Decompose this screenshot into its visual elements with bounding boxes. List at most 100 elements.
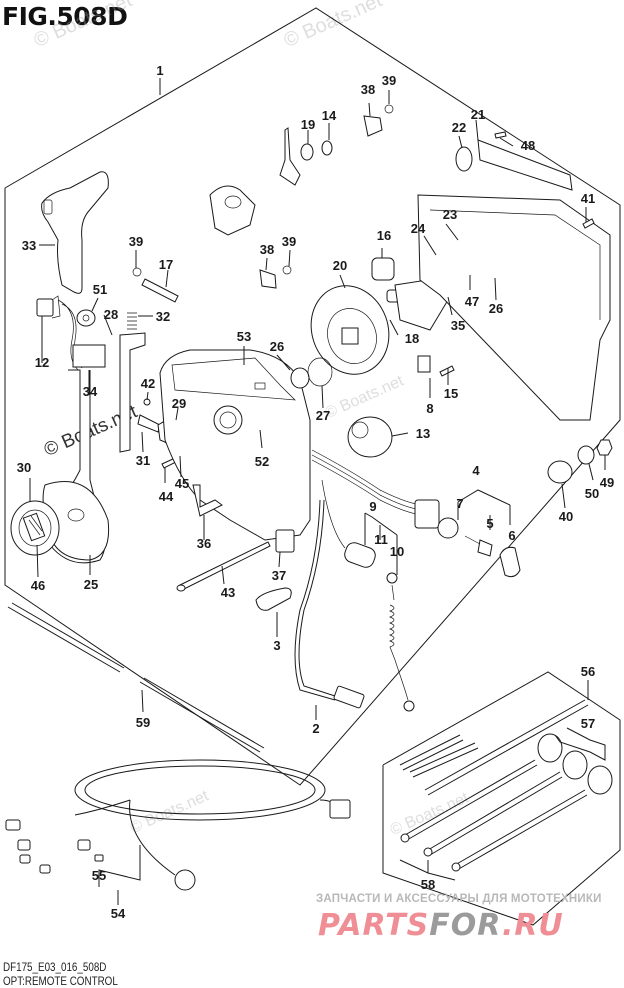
callout-7: 7 (456, 496, 463, 511)
part-control-cable (7, 602, 265, 753)
part-key-cap (499, 546, 521, 578)
callout-44: 44 (159, 489, 174, 504)
callout-32: 32 (156, 309, 170, 324)
callout-33: 33 (22, 238, 36, 253)
part-washer (76, 309, 96, 327)
callout-22: 22 (452, 120, 466, 135)
part-screw (582, 218, 595, 229)
callout-46: 46 (31, 578, 45, 593)
callout-12: 12 (35, 355, 49, 370)
part-washer (577, 445, 595, 465)
part-key-switch (414, 499, 459, 539)
part-cover-plate (477, 139, 573, 191)
part-screw (439, 365, 455, 377)
part-plate (255, 587, 292, 611)
callout-labels: 1 2 3 4 5 6 7 8 9 10 11 12 13 14 15 16 1… (17, 63, 614, 921)
callout-15: 15 (444, 386, 458, 401)
part-neutral-lever (137, 414, 161, 433)
callout-24: 24 (411, 221, 426, 236)
callout-13: 13 (416, 426, 430, 441)
part-washer (321, 140, 333, 156)
part-lever-bracket (72, 344, 106, 368)
callout-47: 47 (465, 294, 479, 309)
callout-40: 40 (559, 509, 573, 524)
watermark-ru-tagline: ЗАПЧАСТИ И АКСЕССУАРЫ ДЛЯ МОТОТЕХНИКИ (316, 893, 602, 905)
callout-19: 19 (301, 117, 315, 132)
part-extension-harness (5, 759, 351, 891)
callout-38: 38 (361, 82, 375, 97)
watermark-ru-logo-part1: PARTS (318, 908, 430, 943)
callout-26: 26 (270, 339, 284, 354)
callout-17: 17 (159, 257, 173, 272)
callout-6: 6 (508, 528, 515, 543)
part-control-housing (159, 349, 311, 541)
callout-28: 28 (104, 307, 118, 322)
kit-boundary (382, 671, 621, 926)
callout-5: 5 (486, 516, 493, 531)
part-block (259, 269, 277, 289)
part-throttle-arm (279, 127, 301, 186)
part-seal (455, 146, 473, 172)
part-ring (307, 357, 333, 387)
part-lever-cap (10, 500, 60, 556)
part-spring (127, 312, 137, 330)
part-tie-strap (399, 699, 589, 796)
callout-2: 2 (312, 721, 319, 736)
part-bolt (400, 759, 588, 872)
callout-16: 16 (377, 228, 391, 243)
callout-41: 41 (581, 191, 595, 206)
callout-21: 21 (471, 107, 485, 122)
part-switch-connector (36, 295, 83, 371)
callout-9: 9 (369, 499, 376, 514)
callout-4: 4 (472, 463, 480, 478)
callout-29: 29 (172, 396, 186, 411)
part-friction-plate (310, 285, 390, 375)
part-long-screw (179, 541, 271, 591)
figure-title: FIG.508D (2, 2, 128, 31)
callout-39: 39 (382, 73, 396, 88)
part-lanyard-cord (389, 584, 409, 701)
callout-42: 42 (141, 376, 155, 391)
callout-45: 45 (175, 476, 189, 491)
callout-25: 25 (84, 577, 98, 592)
callout-50: 50 (585, 486, 599, 501)
watermark-ru-logo-part2: FOR (429, 908, 502, 943)
callout-48: 48 (521, 138, 535, 153)
part-pin (141, 278, 179, 303)
figure-name: OPT:REMOTE CONTROL (3, 974, 118, 988)
callout-26: 26 (489, 301, 503, 316)
part-neutral-switch (417, 355, 431, 373)
part-nut (596, 439, 613, 456)
leader-lines (29, 78, 606, 905)
callout-14: 14 (322, 108, 337, 123)
part-block (363, 115, 383, 137)
part-clip (275, 529, 295, 553)
callout-53: 53 (237, 329, 251, 344)
assembly-boundary (4, 7, 621, 786)
callout-35: 35 (451, 318, 465, 333)
callout-20: 20 (333, 258, 347, 273)
callout-31: 31 (136, 453, 150, 468)
figure-code: DF175_E03_016_508D (3, 960, 107, 974)
callout-10: 10 (390, 544, 404, 559)
part-buzzer (347, 416, 393, 458)
part-bracket (192, 484, 223, 517)
callout-39: 39 (129, 234, 143, 249)
callout-37: 37 (272, 568, 286, 583)
part-e-clip (132, 267, 142, 277)
part-bushing (300, 143, 314, 161)
part-grommet (547, 460, 573, 484)
callout-1: 1 (156, 63, 163, 78)
callout-18: 18 (405, 331, 419, 346)
callout-57: 57 (581, 716, 595, 731)
callout-11: 11 (374, 532, 388, 547)
callout-59: 59 (136, 715, 150, 730)
part-sleeve (371, 257, 395, 281)
callout-30: 30 (17, 460, 31, 475)
callout-58: 58 (421, 877, 435, 892)
callout-8: 8 (426, 401, 433, 416)
part-key (477, 539, 493, 557)
callout-23: 23 (443, 207, 457, 222)
callout-3: 3 (273, 638, 280, 653)
